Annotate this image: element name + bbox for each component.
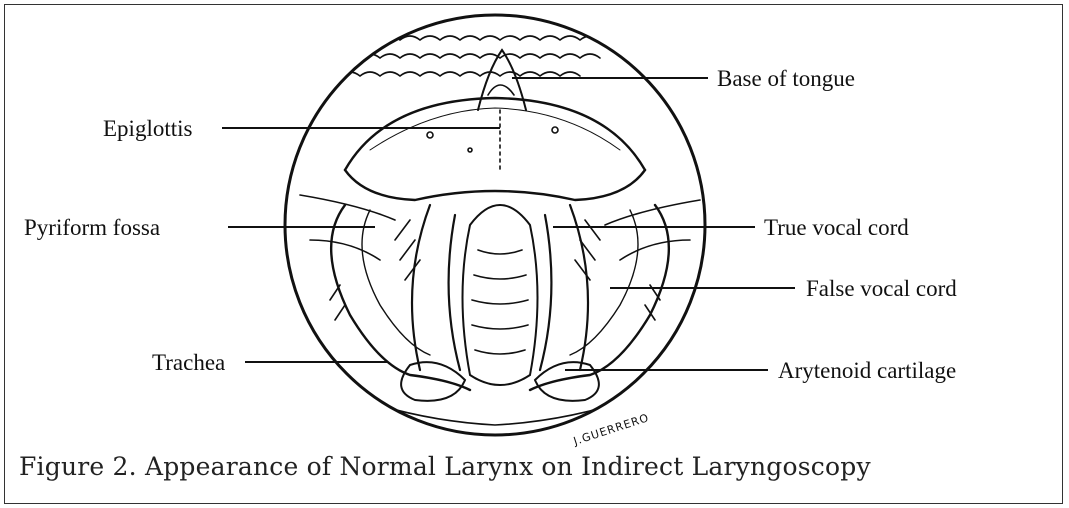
label-epiglottis: Epiglottis [103, 117, 192, 140]
label-false-vocal-cord: False vocal cord [806, 277, 957, 300]
label-true-vocal-cord: True vocal cord [764, 216, 909, 239]
leader-lines [222, 78, 795, 370]
label-arytenoid-cartilage: Arytenoid cartilage [778, 359, 956, 382]
label-pyriform-fossa: Pyriform fossa [24, 216, 160, 239]
figure-caption: Figure 2. Appearance of Normal Larynx on… [19, 452, 871, 481]
label-base-of-tongue: Base of tongue [717, 67, 855, 90]
label-trachea: Trachea [152, 351, 225, 374]
